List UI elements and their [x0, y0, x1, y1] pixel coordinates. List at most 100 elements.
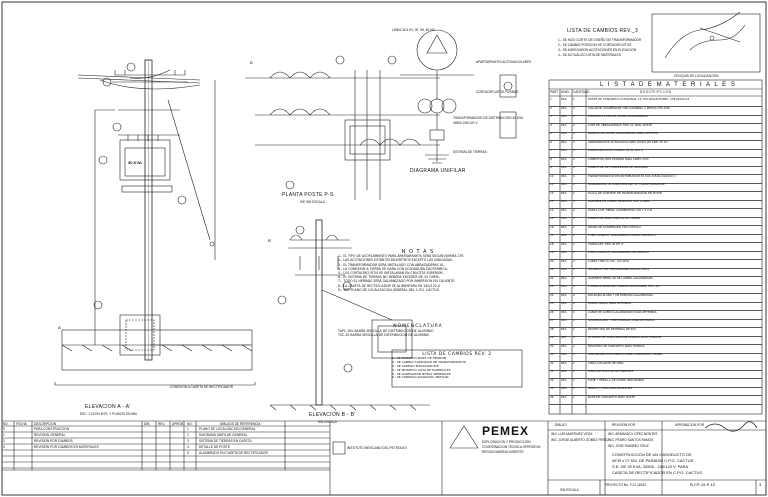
- material-cell: PZA: [561, 395, 567, 399]
- material-cell: CONECTOR DE COMPRESION DE ALUMINIO: [588, 166, 648, 169]
- revisions-cell: 3: [3, 445, 5, 449]
- material-cell: 2: [573, 208, 575, 212]
- material-cell: 1: [573, 174, 575, 178]
- nomenclature-item: TSC-30 BARRA SENCILLA DE DISTRIBUCION DE…: [338, 333, 430, 338]
- material-cell: CINTA DE HULE AUTOFUNDENTE: [588, 370, 634, 373]
- unifilar-label-5: 34500-240/120 V: [453, 121, 478, 125]
- material-cell: PZA: [561, 157, 567, 161]
- material-cell: 1: [550, 98, 552, 101]
- nomenclature-block: NOMENCLATURA TAPC-1KV BARRA SENCILLA DE …: [338, 324, 498, 338]
- scale-value: SIN ESCALA: [560, 488, 579, 492]
- material-cell: 4: [573, 293, 575, 297]
- material-cell: 10: [550, 174, 554, 178]
- material-cell: BASE DE CONCRETO PARA POSTE: [588, 395, 635, 399]
- material-cell: PZA: [561, 276, 567, 280]
- label-drawn: DIBUJO: [555, 423, 567, 427]
- approval-name: ING. ARMANDO LOPEZ MONTES: [608, 432, 658, 436]
- note-item: 7.- TODO EL HERRAJE SERA GALVANIZADO POR…: [338, 279, 456, 284]
- title-block-frame: [2, 420, 766, 495]
- material-cell: INTERRUPTOR TERMOMAGNETICO 2P 100 A: [588, 268, 650, 271]
- revisions-header: DIB.: [144, 422, 151, 426]
- drawing-number: B-CP-15-P-12: [690, 482, 716, 487]
- references-header: DIBUJOS DE REFERENCIA: [220, 422, 261, 426]
- material-cell: 24: [550, 293, 554, 297]
- material-cell: 35: [550, 387, 554, 390]
- unifilar-label-3: CORTACIRCUITOS FUSIBLE: [476, 90, 519, 94]
- label-approval: APROBACION POR: [675, 423, 705, 427]
- material-cell: PZA: [561, 370, 567, 373]
- material-cell: PZA: [561, 268, 567, 271]
- material-cell: CINTA AISLANTE DE VINIL: [588, 361, 624, 365]
- rev-list-item: 2.- SE CAMBIO CAPACIDAD DE TRANSFORMADOR: [392, 359, 466, 364]
- material-cell: 2: [573, 123, 575, 127]
- description-line: CONSTRUCCION DE UN GASODUCTO DE: [612, 452, 692, 457]
- material-cell: PZA: [561, 259, 567, 263]
- references-cell: 3: [187, 439, 189, 443]
- material-cell: GABINETE NEMA 3R DE LAMINA GALVANIZADA: [588, 276, 653, 280]
- revisions-header: DESCRIPCION: [34, 422, 57, 426]
- material-cell: 2: [573, 115, 575, 118]
- material-cell: 33: [550, 370, 554, 373]
- note-item: 4.- LA CONEXION A TIERRA SE HARA CON SOL…: [338, 266, 448, 271]
- material-cell: 1: [573, 327, 575, 331]
- material-cell: 1: [573, 361, 575, 365]
- description-line: CASETA DE RECTIFICADOR EN C.P.G. CACTUS: [612, 470, 703, 475]
- change-item-3: 3.- SE AGREGARON ACOTACIONES EN ELEVACIO…: [558, 48, 637, 52]
- approval-name: ING. LUIS MARTINEZ VEGA: [551, 432, 593, 436]
- company-sub-3: REGION MARINA SURESTE: [482, 450, 524, 454]
- unifilar-diagram: [400, 29, 517, 164]
- material-cell: PZA: [561, 353, 567, 356]
- revisions-cell: 1: [3, 433, 5, 437]
- material-cell: CODO CONDUIT GALVANIZADO 90 GRADOS: [588, 251, 649, 254]
- material-cell: CRUCETA PT-200 DE ACERO GALVANIZADO: [588, 115, 648, 118]
- material-cell: 30: [550, 344, 554, 348]
- elevation-b-scale: SIN ESCALA: [318, 420, 337, 424]
- material-cell: 21: [550, 268, 554, 271]
- material-cell: SOLDADURA EXOTERMICA PARA CONEXION A TIE…: [588, 353, 663, 356]
- material-cell: 19: [550, 251, 554, 254]
- revision-number: 3: [759, 482, 762, 487]
- references-header: NO.: [187, 422, 193, 426]
- material-cell: 18: [550, 242, 554, 246]
- material-cell: APARTARRAYOS AUTOVALVULARES OXIDO DE ZIN…: [588, 140, 668, 144]
- material-cell: 5: [550, 132, 552, 135]
- material-cell: GRAPA DE SUSPENSION TIPO PISTOLA: [588, 225, 641, 229]
- elevation-a-note: ESC. 1:20 EN MTS. Y PLANOS EN MM.: [80, 412, 138, 416]
- references-cell: 1: [187, 427, 189, 431]
- rev-list-item: 3.- SE AGREGO ELEVACION B-B': [392, 363, 440, 368]
- material-cell: PZA: [561, 242, 567, 246]
- revisions-cell: REVISION POR CAMBIOS: [34, 439, 73, 443]
- references-cell: 2: [187, 433, 189, 437]
- material-cell: PZA: [561, 387, 567, 390]
- nomenclature-item: TAPC-1KV BARRA SENCILLA DE DISTRIBUCION …: [338, 329, 434, 334]
- note-item: 6.- EL SISTEMA DE TIERRAS NO DEBERA EXCE…: [338, 275, 440, 280]
- material-cell: PZA: [561, 174, 567, 178]
- material-cell: 2: [573, 302, 575, 305]
- material-cell: PZA: [561, 191, 567, 195]
- material-cell: 36: [550, 395, 554, 399]
- material-cell: 15: [550, 217, 554, 220]
- changes-title: LISTA DE CAMBIOS REV._3: [567, 28, 639, 34]
- material-cell: 6: [573, 166, 575, 169]
- unifilar-title: DIAGRAMA UNIFILAR: [410, 168, 466, 174]
- label-revision: REVISION POR: [612, 423, 636, 427]
- material-cell: CONECTOR TIPO ESTRIBO PARA LINEA VIVA: [588, 157, 649, 161]
- material-cell: 3: [573, 259, 575, 263]
- material-cell: PZA: [561, 285, 567, 288]
- rev-list-item: 5.- SE AGREGARON NOTAS GENERALES: [392, 371, 451, 376]
- references-cell: DETALLE DE POSTE: [199, 445, 230, 449]
- material-cell: 27: [550, 319, 554, 322]
- revisions-cell: REVISION POR CAMBIOS EN MATERIALES: [34, 445, 99, 449]
- material-cell: PZA: [561, 361, 567, 365]
- notes-block: N O T A S 1.- EL TIPO DE ACOPLAMIENTO PA…: [338, 249, 498, 292]
